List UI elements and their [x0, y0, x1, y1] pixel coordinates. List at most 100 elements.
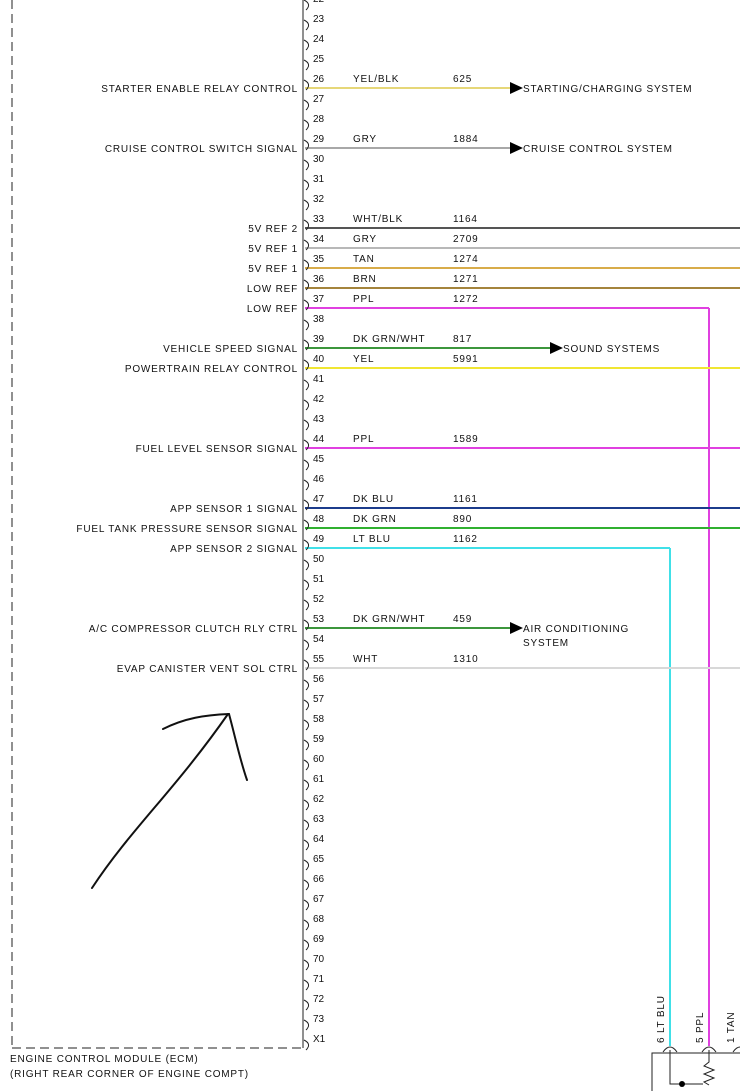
pin-bracket-icon [303, 279, 310, 291]
pin-bracket-icon [303, 919, 310, 931]
pin-number: 28 [313, 114, 325, 125]
pin-bracket-icon [303, 499, 310, 511]
signal-label: A/C COMPRESSOR CLUTCH RLY CTRL [89, 624, 298, 635]
pin-bracket-icon [303, 19, 310, 31]
pin-bracket-icon [303, 879, 310, 891]
signal-label: 5V REF 1 [248, 264, 298, 275]
pin-bracket-icon [701, 1046, 717, 1053]
pin-number: 36 [313, 274, 325, 285]
pin-number: 51 [313, 574, 325, 585]
wire-color-label: LT BLU [353, 534, 391, 545]
pin-number: 24 [313, 34, 325, 45]
wire-color-label: PPL [353, 434, 374, 445]
pin-bracket-icon [303, 0, 310, 11]
sensor-pin-label: 5 PPL [695, 1012, 706, 1043]
signal-label: 5V REF 2 [248, 224, 298, 235]
pin-number: 61 [313, 774, 325, 785]
pin-bracket-icon [303, 659, 310, 671]
wire-color-label: DK BLU [353, 494, 394, 505]
signal-label: VEHICLE SPEED SIGNAL [163, 344, 298, 355]
sensor-connector: 6 LT BLU 5 PPL 1 TAN [651, 995, 740, 1091]
wire-color-label: YEL/BLK [353, 74, 399, 85]
wire-color-label: GRY [353, 234, 377, 245]
arrow-icon [510, 622, 523, 634]
wire-color-label: DK GRN/WHT [353, 614, 425, 625]
circuit-number: 1161 [453, 494, 478, 505]
pin-bracket-icon [303, 939, 310, 951]
pin-bracket-icon [303, 1039, 310, 1051]
circuit-number: 1164 [453, 214, 478, 225]
connector-pins: 2223242526272829303132333435363738394041… [303, 0, 326, 1051]
signal-label: CRUISE CONTROL SWITCH SIGNAL [105, 144, 298, 155]
pin-number: 63 [313, 814, 325, 825]
sensor-circuit [669, 1050, 716, 1086]
circuit-number: 1884 [453, 134, 478, 145]
pin-number: 49 [313, 534, 325, 545]
junction-dot [679, 1081, 685, 1087]
pin-bracket-icon [303, 419, 310, 431]
circuit-number: 625 [453, 74, 472, 85]
sensor-pin-label: 1 TAN [726, 1012, 737, 1043]
pin-number: 70 [313, 954, 325, 965]
pin-number: 67 [313, 894, 325, 905]
pin-bracket-icon [303, 119, 310, 131]
pin-bracket-icon [303, 319, 310, 331]
pin-bracket-icon [732, 1046, 740, 1053]
pin-bracket-icon [303, 799, 310, 811]
circuit-number: 459 [453, 614, 472, 625]
pin-number: 54 [313, 634, 325, 645]
wire-color-label: PPL [353, 294, 374, 305]
pin-bracket-icon [303, 39, 310, 51]
circuit-number: 1310 [453, 654, 478, 665]
pin-bracket-icon [303, 439, 310, 451]
pin-bracket-icon [303, 599, 310, 611]
destination-label: SOUND SYSTEMS [563, 344, 660, 355]
signal-label: 5V REF 1 [248, 244, 298, 255]
pin-number: 43 [313, 414, 325, 425]
signal-label: EVAP CANISTER VENT SOL CTRL [117, 664, 298, 675]
pin-bracket-icon [303, 999, 310, 1011]
circuit-number: 817 [453, 334, 472, 345]
signal-label: APP SENSOR 1 SIGNAL [170, 504, 298, 515]
pin-bracket-icon [303, 859, 310, 871]
pin-bracket-icon [303, 379, 310, 391]
pin-bracket-icon [303, 519, 310, 531]
pin-bracket-icon [303, 359, 310, 371]
pin-number: 47 [313, 494, 325, 505]
signal-label: STARTER ENABLE RELAY CONTROL [101, 84, 298, 95]
pin-number: 64 [313, 834, 325, 845]
pin-bracket-icon [303, 219, 310, 231]
pin-bracket-icon [303, 759, 310, 771]
arrow-icon [510, 142, 523, 154]
pin-bracket-icon [303, 239, 310, 251]
wires [305, 82, 740, 1046]
pin-number: 32 [313, 194, 325, 205]
pin-bracket-icon [303, 479, 310, 491]
wire-color-label: DK GRN/WHT [353, 334, 425, 345]
signal-label: FUEL LEVEL SENSOR SIGNAL [136, 444, 298, 455]
pin-bracket-icon [303, 99, 310, 111]
pin-number: 34 [313, 234, 325, 245]
pin-bracket-icon [303, 1019, 310, 1031]
signal-label: APP SENSOR 2 SIGNAL [170, 544, 298, 555]
pin-bracket-icon [303, 639, 310, 651]
pin-number: 44 [313, 434, 325, 445]
pin-number: 65 [313, 854, 325, 865]
pin-bracket-icon [303, 899, 310, 911]
signal-label: POWERTRAIN RELAY CONTROL [125, 364, 298, 375]
pin-number: 73 [313, 1014, 325, 1025]
pin-number: 66 [313, 874, 325, 885]
circuit-number: 2709 [453, 234, 478, 245]
module-name: ENGINE CONTROL MODULE (ECM) [10, 1054, 198, 1065]
pin-bracket-icon [303, 339, 310, 351]
pin-number: 22 [313, 0, 325, 5]
sensor-body [651, 1052, 740, 1091]
pin-bracket-icon [662, 1046, 678, 1053]
pin-bracket-icon [303, 159, 310, 171]
pin-bracket-icon [303, 959, 310, 971]
pin-bracket-icon [303, 839, 310, 851]
sensor-pin-label: 6 LT BLU [656, 995, 667, 1043]
pin-bracket-icon [303, 179, 310, 191]
pin-bracket-icon [303, 779, 310, 791]
